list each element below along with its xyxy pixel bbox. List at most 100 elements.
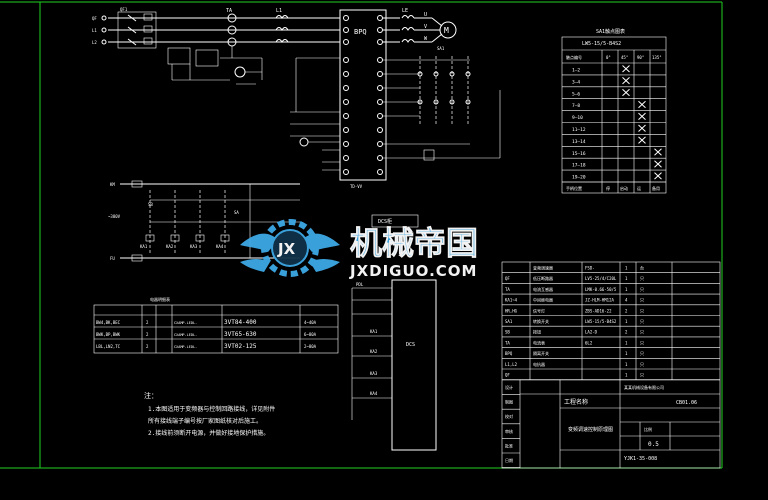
bom-row-unit: 台 — [640, 265, 644, 271]
control-label-ka4: KA4 — [216, 244, 224, 249]
parts-row-range: 4~40A — [304, 320, 317, 325]
title-block-title: 变频调速控制原理图 — [568, 426, 613, 433]
bom-row-qty: 1 — [625, 373, 628, 378]
bom-row-unit: 只 — [640, 287, 644, 292]
motor-label: M — [444, 26, 449, 35]
switch-table-footer-stop: 停 — [606, 185, 610, 191]
parts-row-model: 3VT65-630 — [224, 331, 257, 338]
switch-table-footer-start: 启动 — [620, 185, 628, 191]
control-label-voltage: ~380V — [108, 214, 121, 219]
drawing-label-qf: QF — [92, 16, 97, 21]
sign-row-label: 批准 — [505, 442, 513, 448]
dcs-item-ka2: KA2 — [370, 349, 378, 354]
bom-row-code: SA1 — [505, 319, 513, 324]
bom-row-unit: 只 — [640, 373, 644, 378]
bom-row-name: 电流表 — [533, 339, 545, 345]
dcs-box-title: DCS柜 — [378, 218, 392, 225]
switch-table-footer-spare: 备用 — [652, 185, 660, 191]
parts-row-type: 2 — [146, 344, 149, 349]
sign-row-label: 审核 — [505, 428, 513, 434]
switch-table-cross-mark — [622, 77, 630, 85]
notes-heading: 注： — [144, 391, 158, 400]
bom-row-qty: 1 — [625, 266, 628, 271]
bom-row-model: LV5-25/4/C20L — [585, 276, 617, 281]
bom-row-qty: 1 — [625, 287, 628, 292]
bom-row-model: 6L2 — [585, 340, 593, 345]
bom-row-name: 电流互感器 — [533, 286, 553, 292]
control-label-sb: SB — [148, 202, 153, 207]
dcs-item-pdl: PDL — [356, 282, 364, 287]
dcs-item-dcs: DCS — [406, 342, 415, 348]
bom-row-model: LA2-D — [585, 330, 598, 335]
sign-row-label: 制图 — [505, 399, 513, 405]
parts-row-code: LBL,LN2,TC — [96, 344, 121, 349]
bom-row-code: KA1~4 — [505, 298, 518, 303]
notes: 注： 1.本图适用于变频器与控制回路接线，详见附件 所有接线端子编号按厂家图纸核… — [144, 391, 275, 437]
bom-row-code: BPQ — [505, 351, 513, 356]
bom-row-name: 电抗器 — [533, 361, 545, 367]
control-label-km: KM — [110, 182, 115, 187]
vfd-label: BPQ — [354, 28, 367, 36]
notes-line-1: 1.本图适用于变频器与控制回路接线，详见附件 — [148, 405, 275, 413]
bom-row-unit: 只 — [640, 351, 644, 356]
bom-row-unit: 只 — [640, 298, 644, 303]
parts-row-code: BWK,BP,BWK — [96, 332, 121, 337]
notes-line-3: 2.接线前须断开电源，并做好接地保护措施。 — [148, 429, 269, 437]
switch-table-header-contact: 触点编号 — [566, 54, 582, 60]
sa1-switch-table: SA1触点图表 LW5-15/5-B4S2 触点编号 0° 45° 90° 13… — [561, 28, 667, 194]
bom-row-name: 低压断路器 — [533, 275, 553, 281]
switch-table-row-label: 7—8 — [572, 103, 580, 109]
drawing-label-v: V — [424, 24, 427, 30]
parts-table-title: 电器明细表 — [150, 296, 170, 302]
title-block-project: 工程名称 — [564, 398, 588, 406]
bom-row-unit: 只 — [640, 276, 644, 281]
switch-table-row-label: 1—2 — [572, 68, 580, 74]
drawing-label-u: U — [424, 12, 427, 18]
dcs-item-ka4: KA4 — [370, 391, 378, 396]
bom-row-model: FSD- — [585, 266, 595, 271]
control-label-fu: FU — [110, 256, 115, 261]
switch-table-row-label: 15—16 — [572, 151, 586, 157]
bom-row-model: JZ-HLM-HM12A — [585, 298, 614, 303]
title-block-scale: 0.5 — [648, 441, 659, 448]
switch-table-header-135: 135° — [652, 55, 662, 60]
sign-row-label: 日期 — [505, 457, 513, 463]
bom-row-name: 变频调速器 — [533, 265, 553, 271]
switch-table-header-45: 45° — [621, 55, 628, 60]
parts-row-code: BW4,BK,BEC — [96, 320, 121, 325]
notes-line-2: 所有接线端子编号按厂家图纸核对后施工。 — [148, 417, 262, 425]
bom-row-code: SB — [505, 330, 510, 335]
control-label-ka3: KA3 — [190, 244, 198, 249]
switch-table-row-label: 9—10 — [572, 115, 583, 121]
parts-row-range: 6~80A — [304, 332, 317, 337]
switch-table-cross-mark — [622, 88, 630, 97]
switch-table-row-label: 19—20 — [572, 175, 586, 181]
switch-table-row-label: 11—12 — [572, 127, 586, 133]
bom-row-name: 中间继电器 — [533, 297, 553, 303]
drawing-label-reactor: L1 — [276, 8, 282, 14]
parts-row-spec: CXAMP-LEDL- — [174, 345, 197, 349]
switch-table-cross-mark — [638, 112, 646, 120]
drawing-label-l2: L2 — [92, 40, 97, 45]
switch-table-cross-mark — [654, 160, 662, 168]
switch-table-cross-mark — [622, 65, 630, 73]
sign-row-label: 校对 — [505, 413, 513, 419]
parts-row-model: 3VT84-400 — [224, 319, 257, 326]
title-block-number: YJK1-35-008 — [624, 456, 657, 462]
bom-row-qty: 1 — [625, 319, 628, 324]
parts-row-spec: CXAMP-LEDL- — [174, 321, 197, 325]
bom-row-qty: 2 — [625, 308, 628, 313]
dcs-item-ka1: KA1 — [370, 329, 378, 334]
drawing-label-le: LE — [402, 8, 408, 14]
switch-table-row-label: 5—6 — [572, 91, 580, 97]
bom-row-name: 信号灯 — [533, 307, 545, 313]
title-block-scale-label: 比例 — [644, 426, 652, 432]
bom-row-qty: 1 — [625, 351, 628, 356]
bom-row-unit: 只 — [640, 319, 644, 324]
parts-row-type: 2 — [146, 332, 149, 337]
switch-table-cross-mark — [638, 100, 646, 109]
bom-row-qty: 2 — [625, 330, 628, 335]
